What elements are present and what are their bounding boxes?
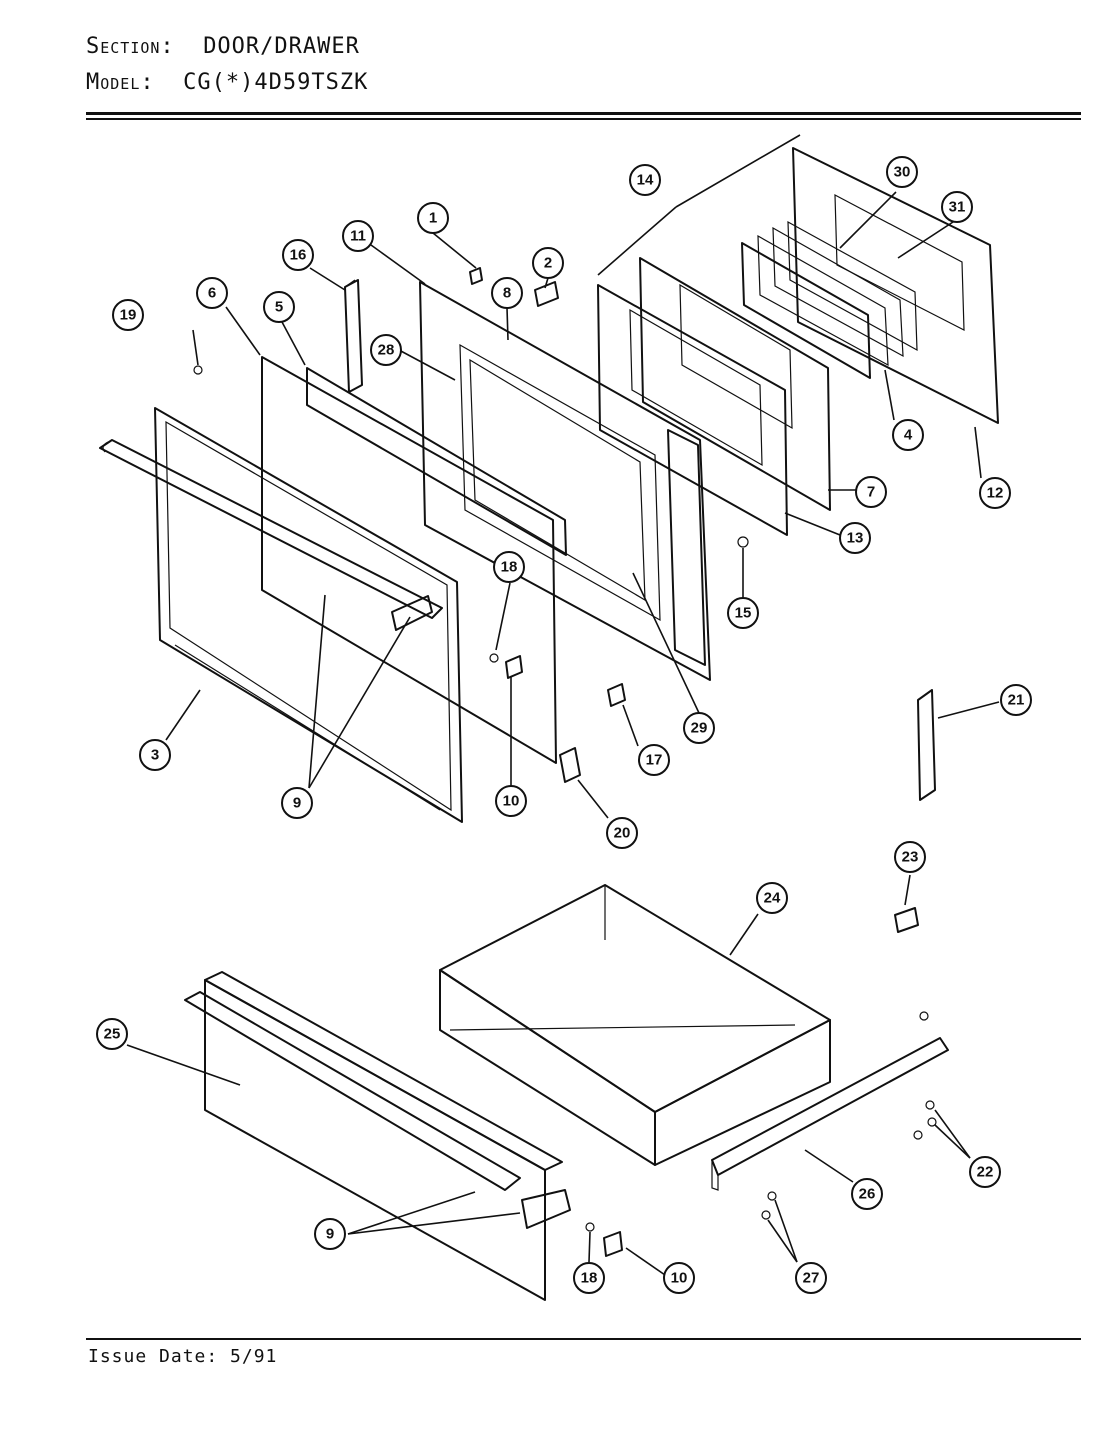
door-hardware-small (193, 365, 936, 801)
svg-text:10: 10 (671, 1270, 688, 1287)
svg-text:22: 22 (977, 1164, 994, 1181)
svg-text:9: 9 (326, 1226, 334, 1243)
svg-text:18: 18 (501, 559, 518, 576)
svg-text:13: 13 (847, 530, 864, 547)
door-handle (99, 439, 443, 619)
section-value: DOOR/DRAWER (203, 34, 360, 59)
callout-10b: 10 (663, 1262, 695, 1294)
callout-6: 6 (196, 277, 228, 309)
door-inner-liner (419, 281, 711, 681)
door-glass-pack (741, 220, 918, 379)
door-outer-frame (154, 407, 463, 823)
door-glass-panel (306, 367, 567, 556)
leader-lines (126, 134, 1000, 1276)
svg-text:9: 9 (293, 795, 301, 812)
callout-31: 31 (941, 191, 973, 223)
svg-text:12: 12 (987, 485, 1004, 502)
door-latch (469, 267, 483, 285)
svg-text:23: 23 (902, 849, 919, 866)
inner-door-panel (792, 147, 999, 424)
svg-text:2: 2 (544, 255, 552, 272)
callout-18a: 18 (493, 551, 525, 583)
drawer-body (439, 884, 831, 1166)
svg-text:10: 10 (503, 793, 520, 810)
callout-23: 23 (894, 841, 926, 873)
model-heading: Model: CG(*)4D59TSZK (86, 70, 368, 95)
svg-text:19: 19 (120, 307, 137, 324)
callout-29: 29 (683, 712, 715, 744)
svg-text:7: 7 (867, 484, 875, 501)
svg-text:8: 8 (503, 285, 511, 302)
svg-text:20: 20 (614, 825, 631, 842)
svg-text:15: 15 (735, 605, 752, 622)
svg-text:3: 3 (151, 747, 159, 764)
svg-text:14: 14 (637, 172, 654, 189)
callout-24: 24 (756, 882, 788, 914)
svg-text:6: 6 (208, 285, 216, 302)
callout-10a: 10 (495, 785, 527, 817)
callout-9a: 9 (281, 787, 313, 819)
callout-11: 11 (342, 220, 374, 252)
callout-19: 19 (112, 299, 144, 331)
callout-13: 13 (839, 522, 871, 554)
callout-21: 21 (1000, 684, 1032, 716)
svg-text:25: 25 (104, 1026, 121, 1043)
callout-27: 27 (795, 1262, 827, 1294)
model-label: Model: (86, 70, 155, 95)
callout-8: 8 (491, 277, 523, 309)
door-trim-strip (344, 279, 363, 393)
svg-text:18: 18 (581, 1270, 598, 1287)
door-bracket-top (534, 281, 559, 307)
svg-text:28: 28 (378, 342, 395, 359)
svg-text:1: 1 (429, 210, 437, 227)
window-frame-assembly (597, 257, 831, 536)
section-label: Section: (86, 34, 175, 59)
callout-20: 20 (606, 817, 638, 849)
svg-text:21: 21 (1008, 692, 1025, 709)
callout-16: 16 (282, 239, 314, 271)
callout-17: 17 (638, 744, 670, 776)
drawer-handle-end-cap (521, 1189, 571, 1229)
callout-28: 28 (370, 334, 402, 366)
callout-30: 30 (886, 156, 918, 188)
section-heading: Section: DOOR/DRAWER (86, 34, 360, 59)
footer-rule (86, 1338, 1081, 1340)
svg-text:5: 5 (275, 299, 283, 316)
door-insulation-panel (261, 356, 557, 764)
callout-12: 12 (979, 477, 1011, 509)
svg-text:4: 4 (904, 427, 913, 444)
callout-3: 3 (139, 739, 171, 771)
svg-text:11: 11 (350, 228, 366, 245)
callout-25: 25 (96, 1018, 128, 1050)
door-hinge-bracket-right (667, 429, 706, 666)
svg-text:27: 27 (803, 1270, 820, 1287)
svg-text:30: 30 (894, 164, 911, 181)
svg-text:17: 17 (646, 752, 663, 769)
svg-text:29: 29 (691, 720, 708, 737)
header-rule-top (86, 112, 1081, 115)
callout-9b: 9 (314, 1218, 346, 1250)
handle-end-cap (391, 595, 433, 631)
callout-2: 2 (532, 247, 564, 279)
drawer-front-panel (184, 971, 563, 1301)
callout-14: 14 (629, 164, 661, 196)
issue-date: Issue Date: 5/91 (88, 1346, 278, 1367)
drawer-hardware-small (585, 907, 937, 1257)
callout-22: 22 (969, 1156, 1001, 1188)
callout-26: 26 (851, 1178, 883, 1210)
svg-text:31: 31 (949, 199, 966, 216)
callout-1: 1 (417, 202, 449, 234)
callout-7: 7 (855, 476, 887, 508)
drawer-slide-rail (711, 1037, 949, 1191)
svg-text:24: 24 (764, 890, 781, 907)
callout-15: 15 (727, 597, 759, 629)
callout-5: 5 (263, 291, 295, 323)
callout-4: 4 (892, 419, 924, 451)
model-value: CG(*)4D59TSZK (183, 70, 369, 95)
header-rule-bottom (86, 118, 1081, 120)
callout-18b: 18 (573, 1262, 605, 1294)
svg-text:26: 26 (859, 1186, 876, 1203)
svg-text:16: 16 (290, 247, 307, 264)
